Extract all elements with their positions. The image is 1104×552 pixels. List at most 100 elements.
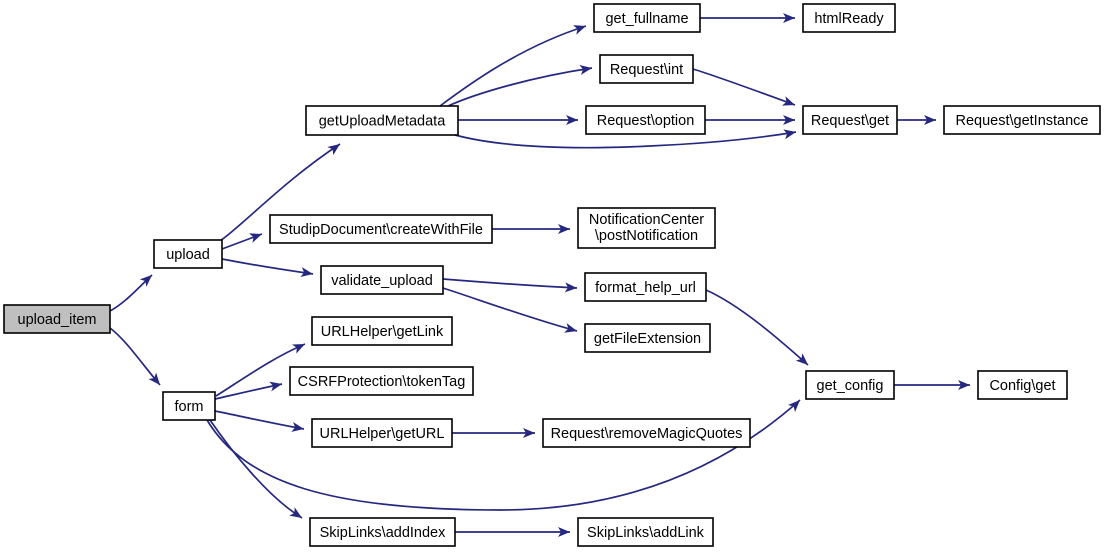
arrowhead-shape — [958, 380, 970, 390]
arrowhead-validate_upload->format_help_url — [564, 282, 577, 293]
node-box — [309, 517, 456, 547]
node-validate_upload[interactable]: validate_upload — [320, 265, 444, 295]
node-get_config[interactable]: get_config — [805, 370, 895, 400]
arrowhead-form->tokenTag — [269, 381, 282, 392]
arrowhead-shape — [327, 144, 340, 156]
node-Config_get[interactable]: Config\get — [977, 370, 1068, 400]
arrowhead-shape — [249, 233, 262, 243]
arrowhead-shape — [787, 400, 800, 413]
node-box — [577, 517, 714, 547]
node-label: Request\get — [811, 113, 889, 129]
arrowhead-get_config->Config_get — [958, 380, 970, 390]
arrowhead-shape — [782, 96, 795, 106]
node-tokenTag[interactable]: CSRFProtection\tokenTag — [289, 366, 474, 396]
arrowhead-Request_get->getInstance — [924, 115, 936, 125]
arrowhead-Request_option->Request_get — [783, 115, 795, 125]
node-postNotification[interactable]: NotificationCenter\postNotification — [577, 207, 716, 249]
node-getLink[interactable]: URLHelper\getLink — [311, 316, 453, 346]
arrowhead-shape — [558, 224, 570, 234]
edge-validate_upload-to-format_help_url — [442, 278, 578, 289]
node-Request_get[interactable]: Request\get — [802, 105, 898, 135]
arrowhead-getURL->removeMagicQuotes — [523, 428, 535, 438]
arrowhead-format_help_url->get_config — [795, 353, 808, 365]
node-box — [599, 54, 694, 84]
arrowhead-shape — [558, 527, 570, 537]
node-label: getUploadMetadata — [319, 113, 446, 129]
node-label: Request\removeMagicQuotes — [551, 426, 743, 442]
node-get_fullname[interactable]: get_fullname — [593, 3, 701, 33]
node-label: get_config — [817, 378, 884, 394]
arrowhead-validate_upload->getFileExtension — [564, 323, 577, 333]
edges-layer — [109, 17, 970, 533]
node-box — [289, 366, 474, 396]
node-label: upload_item — [18, 312, 97, 328]
node-box — [153, 239, 223, 269]
node-addIndex[interactable]: SkipLinks\addIndex — [309, 517, 456, 547]
node-box — [305, 105, 459, 136]
edge-getUploadMetadata-to-get_fullname — [439, 25, 587, 107]
node-form[interactable]: form — [162, 391, 216, 421]
arrowhead-get_fullname->htmlReady — [783, 13, 795, 23]
node-label: Request\option — [597, 113, 695, 129]
node-box — [162, 391, 216, 421]
arrowhead-Request_int->Request_get — [782, 96, 795, 106]
arrowhead-addIndex->addLink — [558, 527, 570, 537]
arrowhead-upload->getUploadMetadata — [327, 144, 340, 156]
arrowhead-shape — [795, 353, 808, 365]
node-box — [802, 105, 898, 135]
node-box — [311, 418, 453, 448]
edge-format_help_url-to-get_config — [705, 289, 809, 366]
edge-getUploadMetadata-to-Request_get — [454, 131, 797, 149]
node-upload[interactable]: upload — [153, 239, 223, 269]
arrowhead-shape — [783, 129, 796, 140]
edge-upload-to-getUploadMetadata — [219, 143, 341, 242]
node-getURL[interactable]: URLHelper\getURL — [311, 418, 453, 448]
arrowhead-shape — [292, 344, 305, 354]
node-label: URLHelper\getLink — [321, 324, 444, 340]
node-upload_item[interactable]: upload_item — [3, 304, 111, 334]
node-Request_int[interactable]: Request\int — [599, 54, 694, 84]
node-box — [311, 316, 453, 346]
node-label: Request\getInstance — [955, 113, 1088, 129]
arrowhead-form->getLink — [292, 344, 305, 354]
edge-getUploadMetadata-to-Request_int — [447, 67, 593, 107]
arrowhead-shape — [523, 428, 535, 438]
arrowhead-shape — [291, 421, 304, 432]
node-getFileExtension[interactable]: getFileExtension — [584, 323, 711, 353]
node-Request_option[interactable]: Request\option — [585, 105, 706, 135]
node-htmlReady[interactable]: htmlReady — [802, 3, 896, 33]
arrowhead-upload_item->upload — [139, 275, 152, 287]
arrowhead-shape — [148, 372, 160, 385]
node-createWithFile[interactable]: StudipDocument\createWithFile — [269, 214, 493, 244]
arrowhead-form->addIndex — [289, 507, 302, 518]
node-label: Config\get — [989, 378, 1055, 394]
node-label: get_fullname — [605, 11, 688, 27]
node-format_help_url[interactable]: format_help_url — [584, 272, 707, 302]
node-box — [3, 304, 111, 334]
edge-Request_int-to-Request_get — [692, 68, 796, 106]
arrowhead-shape — [573, 25, 586, 35]
arrowhead-shape — [269, 381, 282, 392]
node-box — [269, 214, 493, 244]
node-box — [542, 418, 751, 448]
arrowhead-upload->validate_upload — [300, 267, 313, 278]
node-label: format_help_url — [595, 280, 696, 296]
arrowhead-shape — [783, 115, 795, 125]
arrowhead-shape — [566, 115, 578, 125]
node-label: Request\int — [610, 62, 683, 78]
node-label: SkipLinks\addIndex — [320, 525, 446, 541]
arrowhead-shape — [139, 275, 152, 287]
node-label: htmlReady — [814, 11, 884, 27]
node-addLink[interactable]: SkipLinks\addLink — [577, 517, 714, 547]
node-getInstance[interactable]: Request\getInstance — [943, 105, 1101, 135]
node-removeMagicQuotes[interactable]: Request\removeMagicQuotes — [542, 418, 751, 448]
node-box — [943, 105, 1101, 135]
arrowhead-upload_item->form — [148, 372, 160, 385]
edge-upload_item-to-form — [109, 327, 161, 386]
node-getUploadMetadata[interactable]: getUploadMetadata — [305, 105, 459, 136]
arrowhead-getUploadMetadata->Request_get — [783, 129, 796, 140]
arrowheads-layer — [139, 13, 970, 537]
node-box — [584, 272, 707, 302]
node-label: form — [175, 399, 204, 415]
